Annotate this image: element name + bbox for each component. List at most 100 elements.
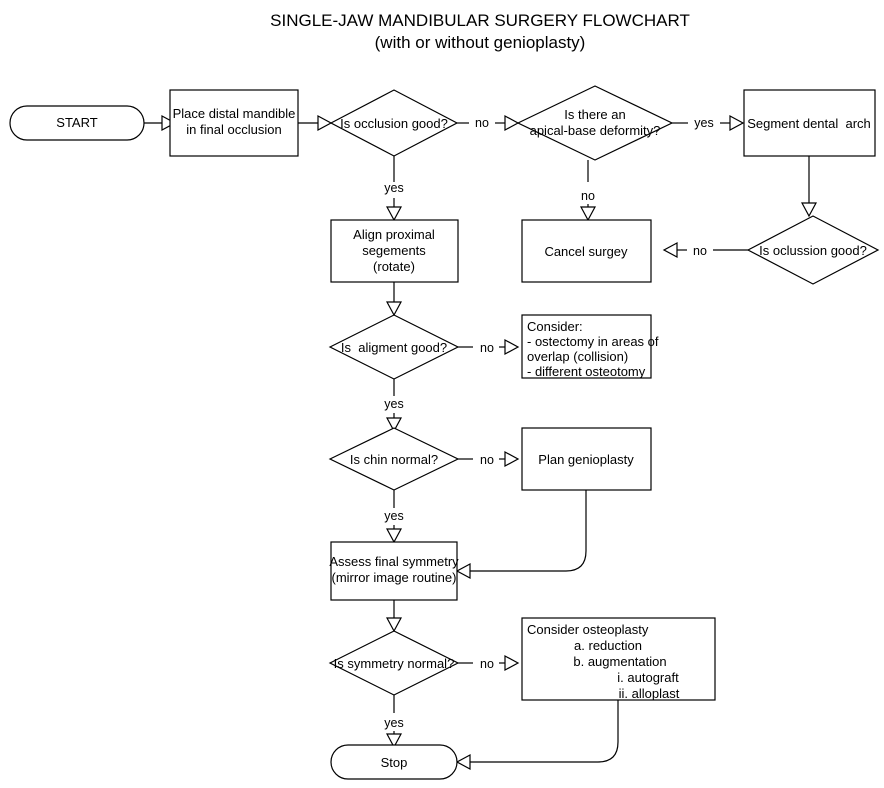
edge-label-symmetry-no: no — [480, 657, 494, 671]
edge-apical-yes: yes — [672, 114, 745, 132]
node-is-chin-normal[interactable]: Is chin normal? — [328, 427, 460, 491]
edge-label-symmetry-yes: yes — [384, 716, 403, 730]
edge-assess-to-symmetry — [385, 600, 403, 633]
edge-line — [470, 490, 587, 572]
is-symmetry-label: Is symmetry normal? — [334, 656, 455, 671]
arrowhead-icon — [385, 301, 403, 317]
node-consider-osteotomy[interactable]: Consider: - ostectomy in areas of overla… — [521, 314, 659, 379]
edge-label-occlusion-no: no — [475, 116, 489, 130]
node-segment-dental-arch[interactable]: Segment dental arch — [743, 89, 876, 157]
stop-shape — [330, 744, 458, 780]
node-is-symmetry-normal[interactable]: Is symmetry normal? — [328, 630, 460, 696]
place-distal-line-2: in final occlusion — [186, 122, 281, 137]
chart-title: SINGLE-JAW MANDIBULAR SURGERY FLOWCHART … — [270, 11, 690, 52]
edge-label-chin-no: no — [480, 453, 494, 467]
edge-genioplasty-to-assess — [455, 490, 587, 580]
arrowhead-icon — [385, 206, 403, 222]
edge-symmetry-no: no — [458, 654, 520, 672]
align-proximal-line-3: (rotate) — [373, 259, 415, 274]
title-line-1: SINGLE-JAW MANDIBULAR SURGERY FLOWCHART — [270, 11, 690, 30]
cancel-surgery-label: Cancel surgey — [544, 244, 628, 259]
title-line-2: (with or without genioplasty) — [375, 33, 586, 52]
segment-dental-shape — [743, 89, 876, 157]
edge-label-apical-no: no — [581, 189, 595, 203]
consider-osteotomy-line-4: - different osteotomy — [527, 364, 646, 379]
arrowhead-icon — [455, 753, 471, 771]
edge-osteoplasty-to-stop — [455, 700, 619, 771]
consider-osteotomy-shape — [521, 314, 652, 379]
node-is-alignment-good[interactable]: Is aligment good? — [328, 314, 460, 380]
consider-osteoplasty-shape — [521, 617, 716, 701]
place-distal-line-1: Place distal mandible — [173, 106, 296, 121]
edge-line — [470, 700, 619, 763]
arrowhead-icon — [729, 114, 745, 132]
is-apical-line-1: Is there an — [564, 107, 625, 122]
edge-chin-yes: yes — [384, 490, 404, 544]
is-occlusion-label: Is occlusion good? — [340, 116, 448, 131]
edge-symmetry-yes: yes — [384, 695, 404, 749]
assess-symmetry-line-1: Assess final symmetry — [329, 554, 459, 569]
consider-osteoplasty-line-5: ii. alloplast — [619, 686, 680, 701]
assess-symmetry-line-2: (mirror image routine) — [332, 570, 457, 585]
node-align-proximal-segments[interactable]: Align proximal segements (rotate) — [330, 219, 459, 283]
edge-label-alignment-no: no — [480, 341, 494, 355]
arrowhead-icon — [504, 654, 520, 672]
arrowhead-icon — [504, 450, 520, 468]
is-oclussion2-shape — [746, 215, 880, 285]
edge-label-occlusion-yes: yes — [384, 181, 403, 195]
consider-osteoplasty-line-3: b. augmentation — [573, 654, 666, 669]
edge-label-chin-yes: yes — [384, 509, 403, 523]
arrowhead-icon — [455, 562, 471, 580]
is-alignment-label: Is aligment good? — [341, 340, 447, 355]
node-stop[interactable]: Stop — [330, 744, 458, 780]
edge-label-apical-yes: yes — [694, 116, 713, 130]
consider-osteoplasty-line-1: Consider osteoplasty — [527, 622, 649, 637]
arrowhead-icon — [161, 114, 177, 132]
arrowhead-icon — [800, 202, 818, 218]
consider-osteoplasty-line-4: i. autograft — [617, 670, 679, 685]
arrowhead-icon — [579, 206, 597, 222]
consider-osteoplasty-line-2: a. reduction — [574, 638, 642, 653]
stop-label: Stop — [381, 755, 408, 770]
place-distal-shape — [169, 89, 299, 157]
edge-align-to-alignment — [385, 282, 403, 317]
node-is-oclussion-good-2[interactable]: Is oclussion good? — [746, 215, 880, 285]
node-consider-osteoplasty[interactable]: Consider osteoplasty a. reduction b. aug… — [521, 617, 716, 701]
arrowhead-icon — [317, 114, 333, 132]
edge-occlusion-yes: yes — [384, 156, 404, 222]
consider-osteotomy-line-3: overlap (collision) — [527, 349, 628, 364]
edge-alignment-no: no — [458, 338, 520, 356]
arrowhead-icon — [662, 241, 678, 259]
node-start[interactable]: START — [9, 105, 145, 141]
cancel-surgery-shape — [521, 219, 652, 283]
edge-alignment-yes: yes — [384, 379, 404, 433]
node-is-occlusion-good[interactable]: Is occlusion good? — [329, 89, 459, 157]
node-plan-genioplasty[interactable]: Plan genioplasty — [521, 427, 652, 491]
is-apical-line-2: apical-base deformity? — [530, 123, 661, 138]
arrowhead-icon — [385, 417, 403, 433]
node-is-apical-base-deformity[interactable]: Is there an apical-base deformity? — [516, 85, 674, 161]
edge-oclussion2-no: no — [662, 241, 748, 259]
align-proximal-line-2: segements — [362, 243, 426, 258]
arrowhead-icon — [504, 114, 520, 132]
edge-label-alignment-yes: yes — [384, 397, 403, 411]
align-proximal-shape — [330, 219, 459, 283]
edge-chin-no: no — [458, 450, 520, 468]
edge-apical-no: no — [579, 160, 597, 222]
start-label: START — [56, 115, 97, 130]
edge-label-oclussion2-no: no — [693, 244, 707, 258]
edge-segment-to-oclussion2 — [800, 156, 818, 218]
edge-place-to-occlusion — [298, 114, 333, 132]
node-place-distal-mandible[interactable]: Place distal mandible in final occlusion — [169, 89, 299, 157]
align-proximal-line-1: Align proximal — [353, 227, 435, 242]
arrowhead-icon — [504, 338, 520, 356]
arrowhead-icon — [385, 617, 403, 633]
node-assess-final-symmetry[interactable]: Assess final symmetry (mirror image rout… — [329, 541, 459, 601]
is-oclussion2-label: Is oclussion good? — [759, 243, 867, 258]
plan-genioplasty-label: Plan genioplasty — [538, 452, 634, 467]
consider-osteotomy-line-1: Consider: — [527, 319, 583, 334]
plan-genioplasty-shape — [521, 427, 652, 491]
node-cancel-surgery[interactable]: Cancel surgey — [521, 219, 652, 283]
arrowhead-icon — [385, 528, 403, 544]
